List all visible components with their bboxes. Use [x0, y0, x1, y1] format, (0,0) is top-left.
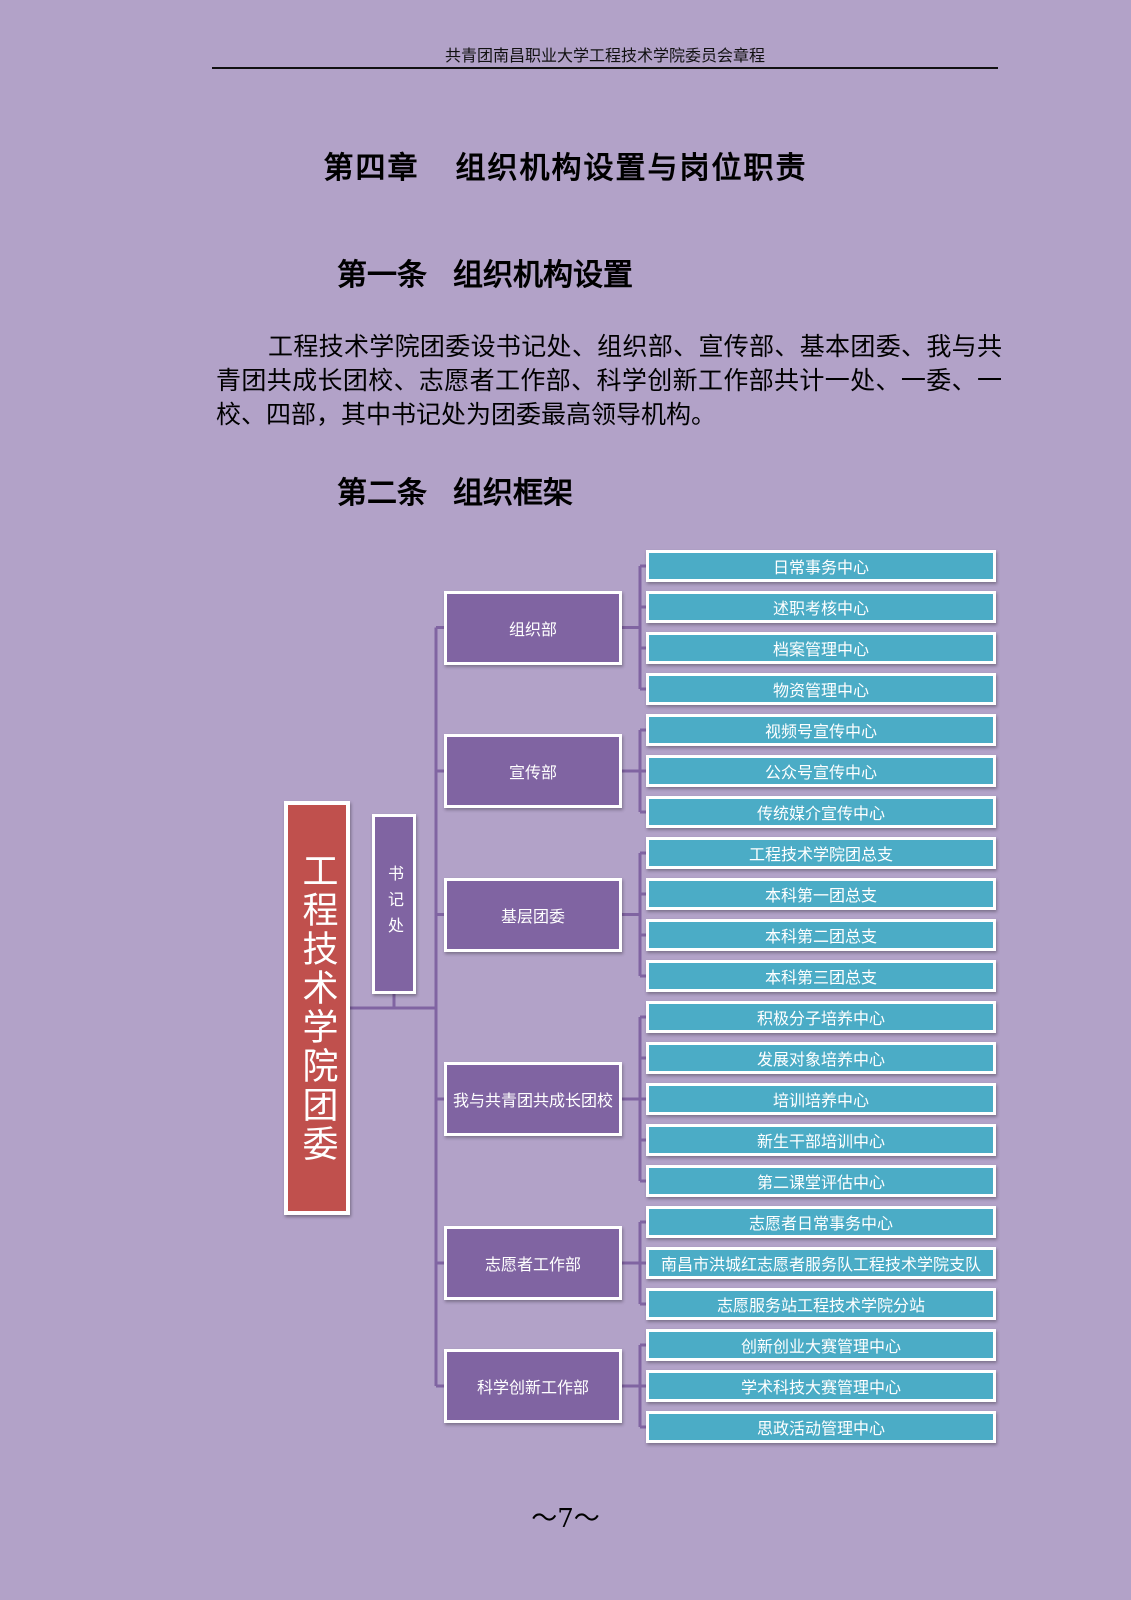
- org-department-box: 科学创新工作部: [444, 1349, 622, 1423]
- running-header: 共青团南昌职业大学工程技术学院委员会章程: [444, 46, 765, 65]
- org-center-box: 积极分子培养中心: [646, 1001, 996, 1033]
- org-center-box: 日常事务中心: [646, 550, 996, 582]
- org-center-box: 视频号宣传中心: [646, 714, 996, 746]
- org-department-box: 宣传部: [444, 734, 622, 808]
- org-department-label: 宣传部: [508, 763, 557, 782]
- org-center-box: 培训培养中心: [646, 1083, 996, 1115]
- article-1-heading: 第一条组织机构设置: [337, 250, 633, 294]
- org-center-box: 创新创业大赛管理中心: [646, 1329, 996, 1361]
- org-department-label: 组织部: [508, 620, 557, 639]
- org-center-label: 学术科技大赛管理中心: [740, 1378, 901, 1397]
- article-2-title: 组织框架: [453, 476, 573, 511]
- org-center-box: 工程技术学院团总支: [646, 837, 996, 869]
- org-center-box: 公众号宣传中心: [646, 755, 996, 787]
- org-secretary-label: 书记处: [385, 865, 404, 943]
- org-center-label: 物资管理中心: [772, 681, 869, 700]
- org-department-label: 科学创新工作部: [476, 1378, 589, 1397]
- org-center-label: 述职考核中心: [772, 599, 869, 618]
- org-center-label: 积极分子培养中心: [756, 1009, 885, 1028]
- org-center-label: 工程技术学院团总支: [748, 845, 893, 864]
- org-department-box: 志愿者工作部: [444, 1226, 622, 1300]
- page-number: ～7～: [531, 1504, 600, 1534]
- org-center-label: 视频号宣传中心: [764, 722, 877, 741]
- org-center-label: 南昌市洪城红志愿者服务队工程技术学院支队: [660, 1255, 981, 1274]
- org-center-box: 物资管理中心: [646, 673, 996, 705]
- org-department-box: 基层团委: [444, 878, 622, 952]
- org-center-box: 本科第一团总支: [646, 878, 996, 910]
- org-center-label: 创新创业大赛管理中心: [740, 1337, 901, 1356]
- org-center-label: 传统媒介宣传中心: [756, 804, 885, 823]
- org-center-label: 培训培养中心: [772, 1091, 869, 1110]
- org-center-label: 新生干部培训中心: [756, 1132, 885, 1151]
- header-rule: [212, 67, 998, 69]
- org-center-box: 本科第三团总支: [646, 960, 996, 992]
- org-department-box: 组织部: [444, 591, 622, 665]
- org-center-box: 志愿者日常事务中心: [646, 1206, 996, 1238]
- org-department-label: 我与共青团共成长团校: [452, 1091, 613, 1110]
- org-center-box: 思政活动管理中心: [646, 1411, 996, 1443]
- org-center-label: 第二课堂评估中心: [756, 1173, 885, 1192]
- org-root-box: 工程技术学院团委: [284, 801, 350, 1215]
- org-center-label: 本科第二团总支: [764, 927, 877, 946]
- org-center-box: 新生干部培训中心: [646, 1124, 996, 1156]
- org-center-box: 发展对象培养中心: [646, 1042, 996, 1074]
- article-2-number: 第二条: [337, 476, 427, 511]
- org-center-box: 南昌市洪城红志愿者服务队工程技术学院支队: [646, 1247, 996, 1279]
- org-center-label: 本科第一团总支: [764, 886, 877, 905]
- org-department-label: 基层团委: [500, 907, 565, 926]
- org-center-box: 述职考核中心: [646, 591, 996, 623]
- org-department-label: 志愿者工作部: [484, 1255, 581, 1274]
- org-center-box: 志愿服务站工程技术学院分站: [646, 1288, 996, 1320]
- org-center-label: 公众号宣传中心: [764, 763, 877, 782]
- org-center-box: 第二课堂评估中心: [646, 1165, 996, 1197]
- org-center-label: 发展对象培养中心: [756, 1050, 885, 1069]
- chapter-title: 组织机构设置与岗位职责: [455, 151, 808, 186]
- org-center-label: 档案管理中心: [772, 640, 869, 659]
- org-department-box: 我与共青团共成长团校: [444, 1062, 622, 1136]
- org-root-label: 工程技术学院团委: [296, 852, 338, 1164]
- org-center-box: 档案管理中心: [646, 632, 996, 664]
- org-center-box: 传统媒介宣传中心: [646, 796, 996, 828]
- body-paragraph: 工程技术学院团委设书记处、组织部、宣传部、基本团委、我与共青团共成长团校、志愿者…: [216, 332, 1002, 429]
- org-center-box: 学术科技大赛管理中心: [646, 1370, 996, 1402]
- article-1-number: 第一条: [337, 258, 427, 293]
- org-center-box: 本科第二团总支: [646, 919, 996, 951]
- org-center-label: 本科第三团总支: [764, 968, 877, 987]
- article-2-heading: 第二条组织框架: [337, 468, 573, 512]
- org-center-label: 志愿者日常事务中心: [748, 1214, 893, 1233]
- org-center-label: 志愿服务站工程技术学院分站: [716, 1296, 925, 1315]
- chapter-number: 第四章: [323, 151, 420, 186]
- org-secretary-box: 书记处: [372, 814, 416, 994]
- chapter-heading: 第四章组织机构设置与岗位职责: [0, 143, 1131, 187]
- org-center-label: 日常事务中心: [772, 558, 869, 577]
- article-1-title: 组织机构设置: [453, 258, 633, 293]
- org-center-label: 思政活动管理中心: [756, 1419, 885, 1438]
